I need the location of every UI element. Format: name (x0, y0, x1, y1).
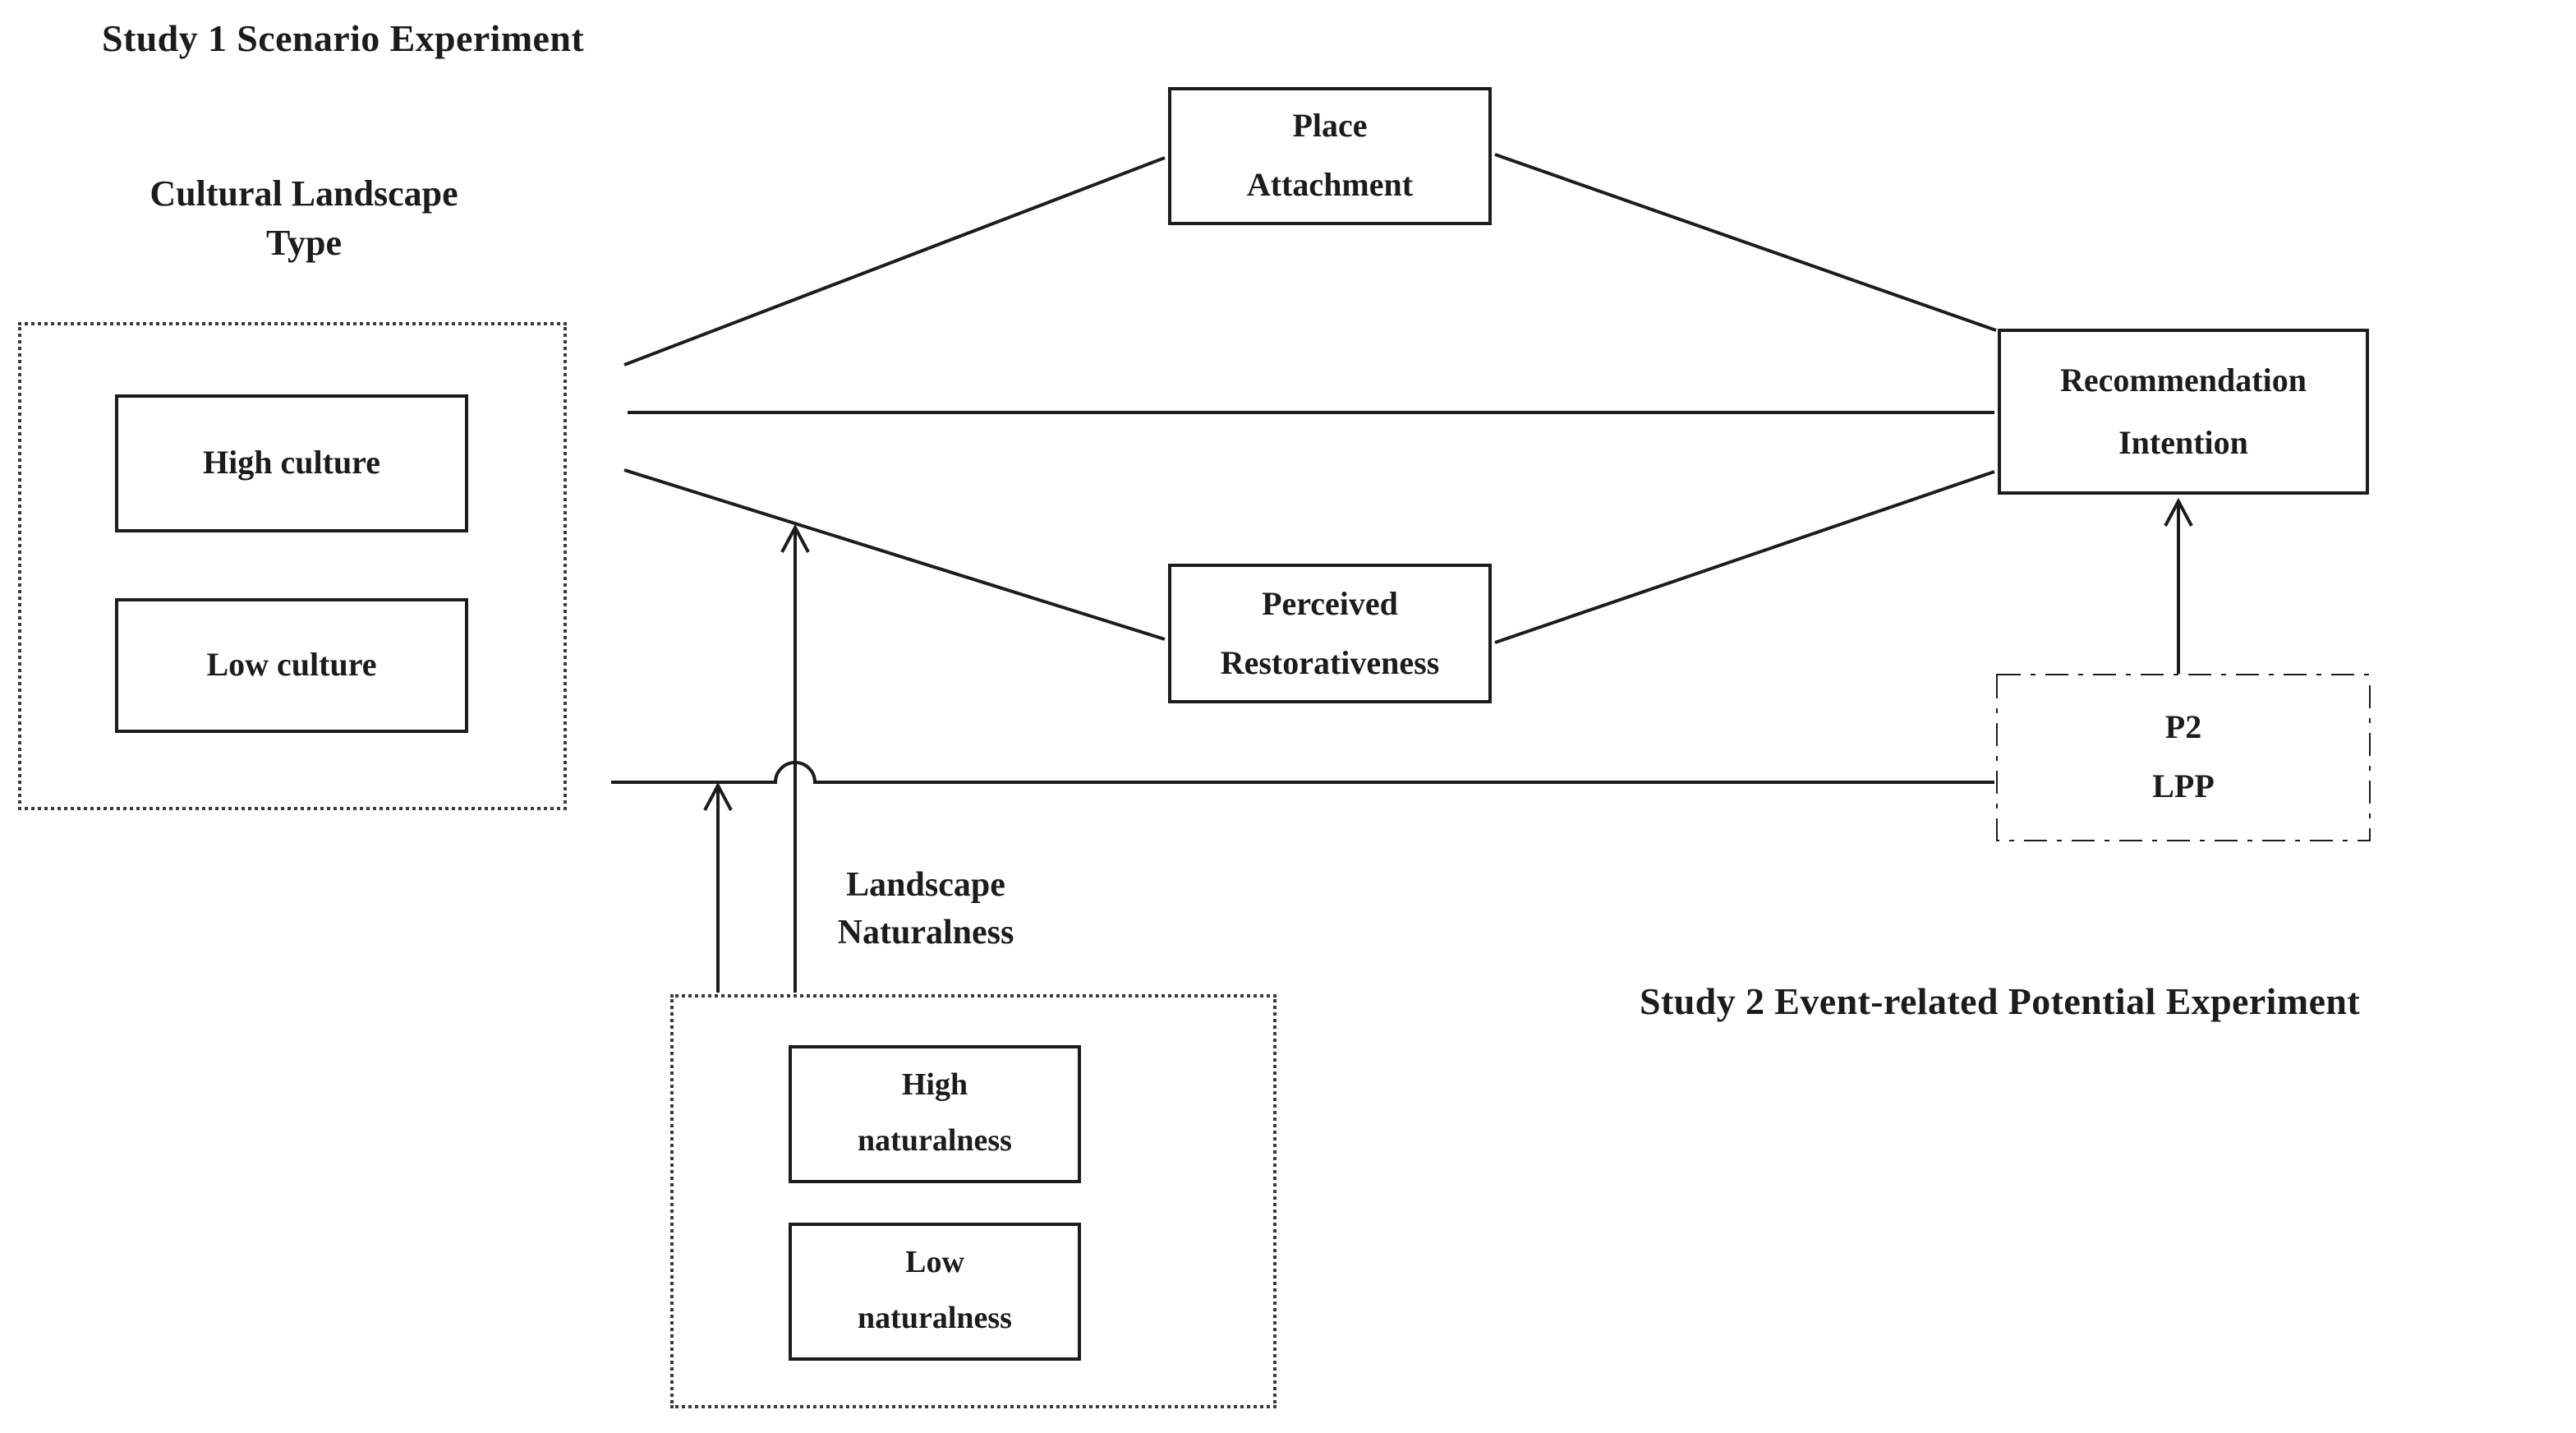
study1-title: Study 1 Scenario Experiment (102, 18, 585, 59)
cultural-landscape-type-label-line1: Cultural Landscape (150, 173, 458, 214)
arrow-p2lpp-to-recommendation-head (2164, 497, 2193, 527)
high-naturalness-label-line1: High (901, 1068, 968, 1103)
cultural-group-frame (18, 322, 567, 810)
p2-lpp-box: P2 LPP (1998, 675, 2369, 840)
landscape-naturalness-label-line1: Landscape (846, 864, 1005, 904)
low-culture-box: Low culture (115, 598, 468, 733)
edge-culture-to-p2lpp (611, 761, 1994, 784)
landscape-naturalness-label-line2: Naturalness (837, 912, 1014, 951)
cultural-landscape-type-label-line2: Type (265, 222, 343, 263)
high-naturalness-box: High naturalness (789, 1045, 1081, 1183)
low-naturalness-label-line1: Low (905, 1246, 964, 1280)
edge-culture-to-place-attachment (623, 156, 1166, 366)
landscape-naturalness-label: Landscape Naturalness (766, 861, 1086, 956)
edge-perceived-to-recommendation (1494, 470, 1995, 644)
high-naturalness-label-line2: naturalness (858, 1124, 1012, 1159)
place-attachment-label-line2: Attachment (1246, 168, 1414, 204)
naturalness-group-frame (670, 994, 1276, 1408)
cultural-landscape-type-label: Cultural Landscape Type (49, 169, 559, 268)
place-attachment-box: Place Attachment (1168, 87, 1492, 225)
study2-title: Study 2 Event-related Potential Experime… (1640, 981, 2361, 1022)
arrow-naturalness-to-p2lpp-path-head (703, 781, 733, 811)
p2-lpp-label-line2: LPP (2152, 769, 2215, 805)
edge-place-attachment-to-recommendation (1494, 153, 1997, 332)
high-culture-label: High culture (203, 445, 380, 482)
high-culture-box: High culture (115, 394, 468, 532)
perceived-restorativeness-label-line1: Perceived (1262, 586, 1398, 622)
perceived-restorativeness-box: Perceived Restorativeness (1168, 564, 1492, 703)
low-culture-label: Low culture (206, 647, 377, 684)
p2-lpp-label-line1: P2 (2164, 710, 2202, 746)
arrow-naturalness-to-restorativeness-path-head (780, 523, 810, 553)
low-naturalness-box: Low naturalness (789, 1223, 1081, 1361)
recommendation-intention-box: Recommendation Intention (1998, 329, 2369, 495)
recommendation-intention-label-line2: Intention (2118, 425, 2248, 461)
place-attachment-label-line1: Place (1292, 108, 1368, 145)
low-naturalness-label-line2: naturalness (858, 1302, 1012, 1336)
edge-culture-to-perceived-restorativeness (623, 468, 1166, 641)
perceived-restorativeness-label-line2: Restorativeness (1220, 645, 1440, 681)
recommendation-intention-label-line1: Recommendation (2060, 362, 2307, 399)
